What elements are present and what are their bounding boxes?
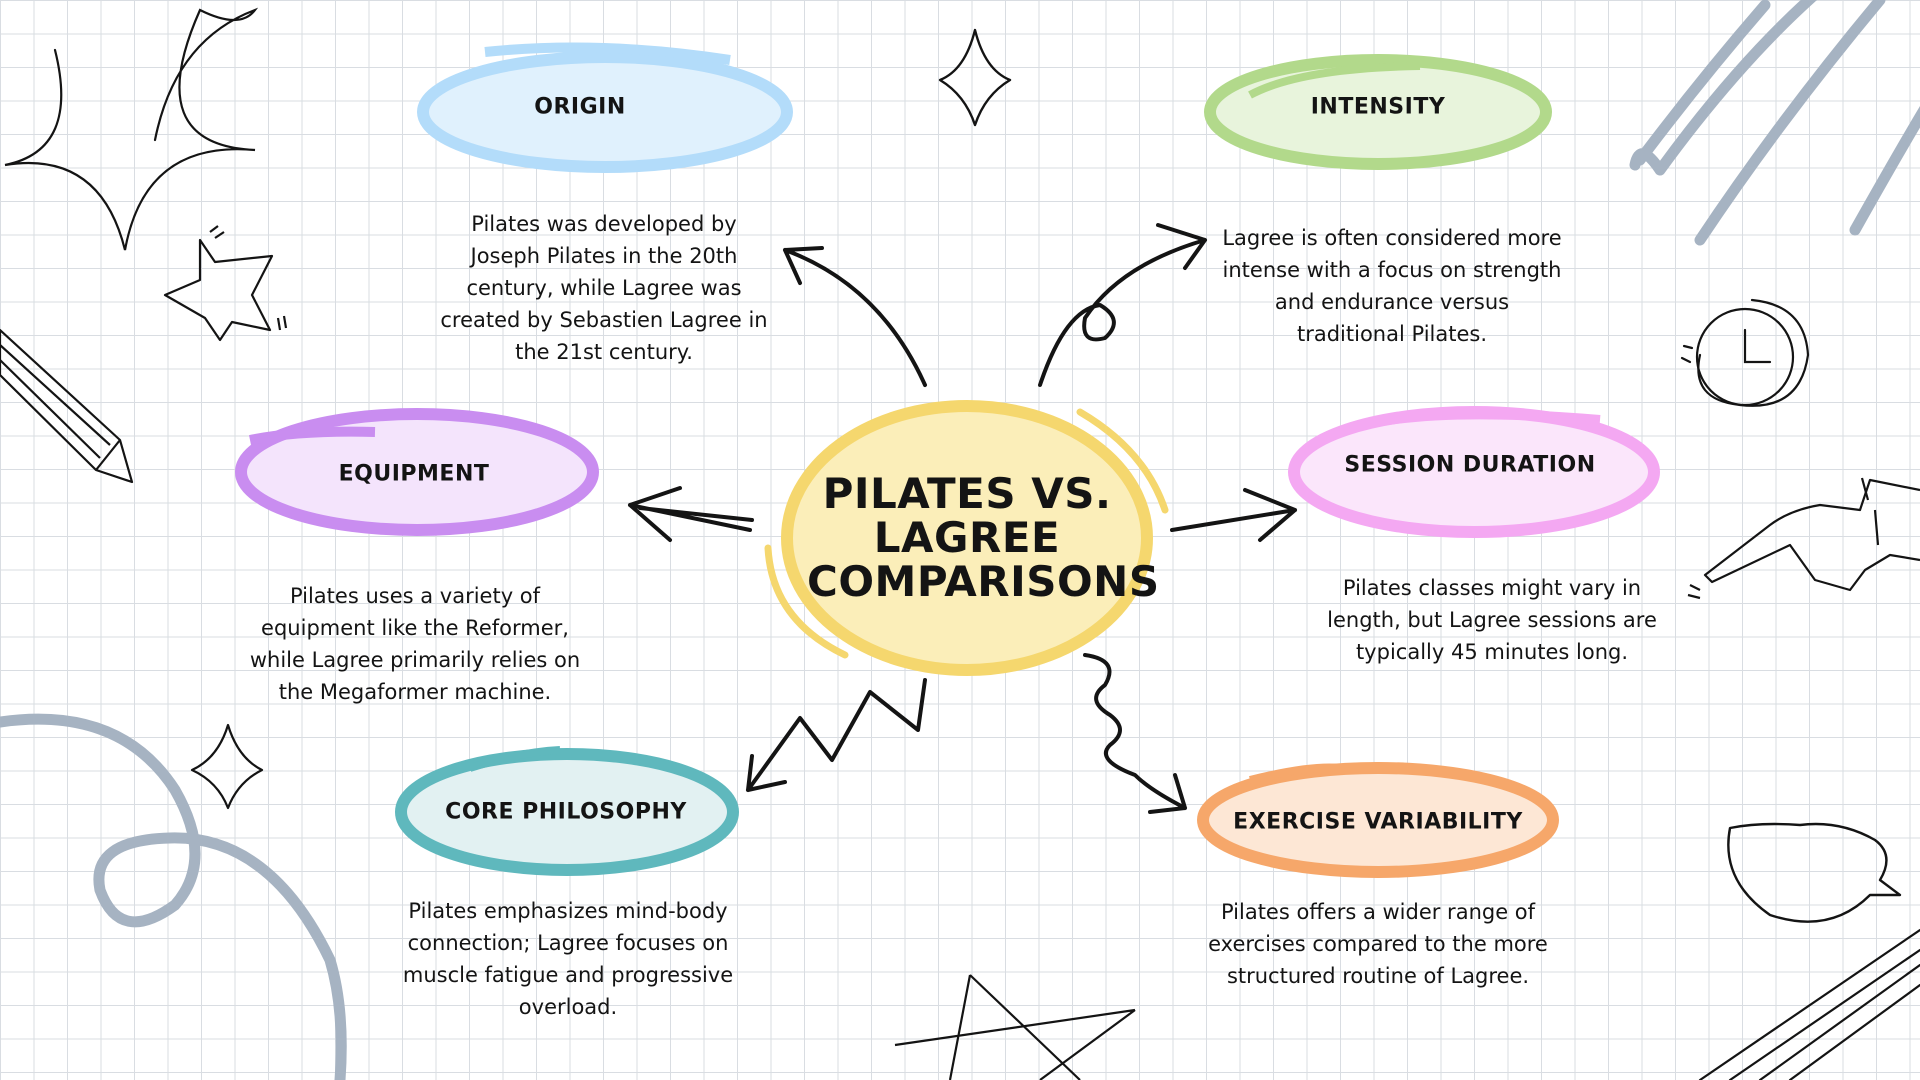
arrow-to-session-duration bbox=[1170, 488, 1297, 542]
decor-left-sparkle-icon bbox=[4, 7, 259, 251]
origin-description: Pilates was developed by Joseph Pilates … bbox=[440, 212, 768, 364]
session-duration-title: Session Duration bbox=[1344, 452, 1596, 478]
pointing-hand-icon bbox=[1687, 477, 1920, 600]
session-duration-description: Pilates classes might vary in length, bu… bbox=[1327, 576, 1657, 664]
exercise-variability-title: Exercise Variability bbox=[1233, 809, 1523, 835]
center-title: Pilates vs. Lagree Comparisons bbox=[807, 469, 1160, 606]
intensity-title: Intensity bbox=[1310, 94, 1446, 120]
equipment-title: Equipment bbox=[338, 461, 490, 487]
pencil-icon bbox=[0, 328, 134, 484]
equipment-description: Pilates uses a variety of equipment like… bbox=[249, 584, 581, 704]
sparkle-icon bbox=[190, 723, 264, 810]
equipment-bubble bbox=[235, 408, 599, 536]
center-bubble bbox=[764, 400, 1169, 676]
arrow-to-equipment bbox=[628, 486, 754, 542]
session-duration-bubble bbox=[1288, 406, 1660, 538]
exercise-variability-bubble bbox=[1197, 762, 1559, 878]
speech-bubble-icon bbox=[1727, 822, 1902, 923]
swirl-doodle bbox=[0, 713, 347, 1080]
clock-icon bbox=[1680, 298, 1810, 407]
arrow-to-intensity bbox=[1038, 223, 1207, 387]
core-philosophy-bubble bbox=[395, 746, 739, 876]
core-philosophy-description: Pilates emphasizes mind-body connection;… bbox=[402, 899, 734, 1019]
origin-bubble bbox=[417, 42, 793, 173]
decor-lines bbox=[1698, 928, 1920, 1080]
arrow-to-exercise-variability bbox=[1083, 653, 1187, 814]
intensity-bubble bbox=[1204, 54, 1552, 170]
arrow-to-core-philosophy bbox=[746, 678, 927, 792]
star-icon bbox=[163, 225, 288, 342]
arrow-to-origin bbox=[783, 246, 927, 387]
connector-arrows bbox=[628, 223, 1297, 814]
intensity-description: Lagree is often considered more intense … bbox=[1222, 226, 1562, 346]
exercise-variability-description: Pilates offers a wider range of exercise… bbox=[1208, 900, 1548, 988]
core-philosophy-title: Core Philosophy bbox=[445, 799, 687, 825]
origin-title: Origin bbox=[534, 94, 626, 120]
star-outline-icon bbox=[894, 974, 1136, 1080]
swirl-doodle bbox=[1629, 0, 1920, 246]
sparkle-icon bbox=[938, 28, 1012, 127]
